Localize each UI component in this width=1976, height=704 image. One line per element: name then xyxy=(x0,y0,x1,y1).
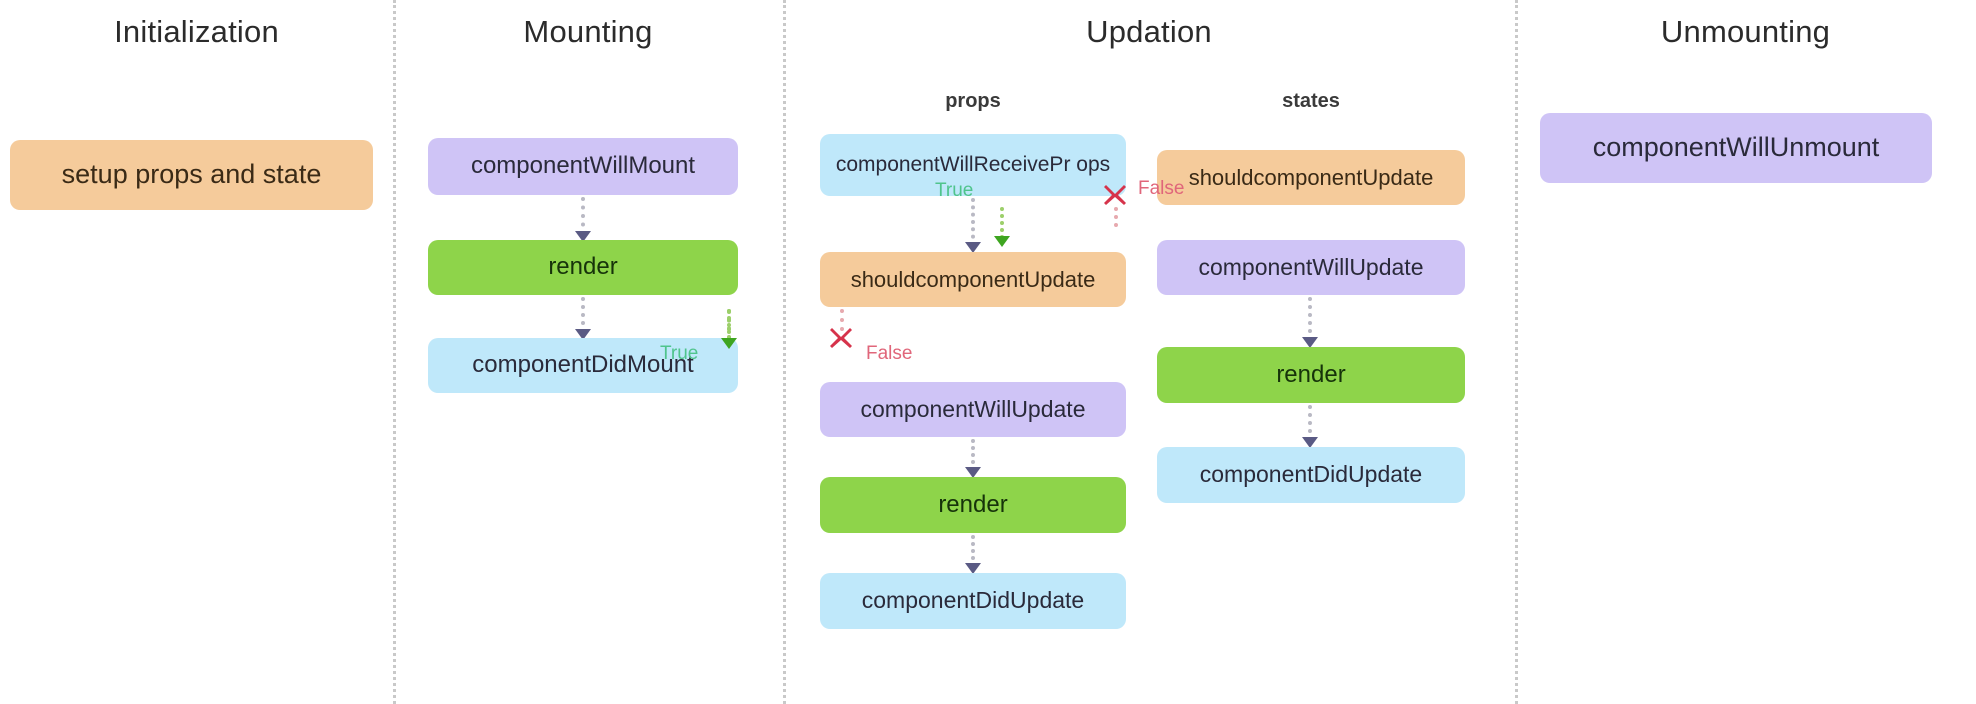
node-setup-props-and-state[interactable]: setup props and state xyxy=(10,140,373,210)
node-props-should-component-update[interactable]: shouldcomponentUpdate xyxy=(820,252,1126,307)
phase-title-unmounting: Unmounting xyxy=(1660,14,1831,49)
node-label: render xyxy=(548,253,618,281)
node-label: render xyxy=(1276,360,1346,388)
node-mounting-render[interactable]: render xyxy=(428,240,738,295)
node-props-render[interactable]: render xyxy=(820,477,1126,533)
node-label: componentDidUpdate xyxy=(1199,461,1423,488)
node-states-component-did-update[interactable]: componentDidUpdate xyxy=(1157,447,1465,503)
node-label: shouldcomponentUpdate xyxy=(850,266,1096,292)
subcolumn-title-states: states xyxy=(1282,90,1340,112)
connector-states-false xyxy=(1114,207,1118,227)
flag-true-states: True xyxy=(935,180,974,201)
flag-true-props: True xyxy=(660,343,699,364)
connector-props-false xyxy=(840,309,844,331)
node-label: componentWillUnmount xyxy=(1592,132,1880,163)
arrow-down-icon xyxy=(575,329,591,340)
column-divider-3 xyxy=(1515,0,1518,704)
connector-states-true-line xyxy=(1000,207,1004,239)
red-x-icon xyxy=(1102,182,1128,208)
node-label: render xyxy=(938,490,1008,518)
connector-props-2 xyxy=(971,439,975,471)
connector-mounting-1 xyxy=(581,197,585,235)
node-component-will-receive-props[interactable]: componentWillReceivePr ops xyxy=(820,134,1126,196)
arrow-down-icon xyxy=(994,236,1010,247)
subcolumn-title-props: props xyxy=(945,90,1001,112)
node-label: componentWillUpdate xyxy=(1198,253,1424,280)
node-label: shouldcomponentUpdate xyxy=(1188,164,1434,190)
flag-false-states: False xyxy=(1138,178,1185,199)
arrow-down-icon xyxy=(1302,337,1318,348)
column-divider-1 xyxy=(393,0,396,704)
node-props-component-did-update[interactable]: componentDidUpdate xyxy=(820,573,1126,629)
arrow-down-icon xyxy=(965,467,981,478)
arrow-down-icon xyxy=(965,242,981,253)
node-states-should-component-update[interactable]: shouldcomponentUpdate xyxy=(1157,150,1465,205)
phase-title-mounting: Mounting xyxy=(523,14,653,49)
node-label: componentWillReceivePr ops xyxy=(835,152,1111,176)
column-divider-2 xyxy=(783,0,786,704)
node-label: setup props and state xyxy=(61,159,322,190)
arrow-down-icon xyxy=(721,338,737,349)
arrow-down-icon xyxy=(575,231,591,242)
phase-title-initialization: Initialization xyxy=(114,14,279,49)
phase-title-updation: Updation xyxy=(1086,14,1212,49)
red-x-icon xyxy=(828,325,854,351)
node-component-will-mount[interactable]: componentWillMount xyxy=(428,138,738,195)
node-label: componentWillMount xyxy=(470,152,696,180)
connector-props-1 xyxy=(971,198,975,246)
connector-states-2 xyxy=(1308,297,1312,341)
connector-mounting-2 xyxy=(581,297,585,333)
node-label: componentDidUpdate xyxy=(861,587,1085,614)
node-states-component-will-update[interactable]: componentWillUpdate xyxy=(1157,240,1465,295)
node-states-render[interactable]: render xyxy=(1157,347,1465,403)
arrow-down-icon xyxy=(965,563,981,574)
connector-states-3 xyxy=(1308,405,1312,441)
connector-props-3 xyxy=(971,535,975,567)
arrow-down-icon xyxy=(1302,437,1318,448)
node-component-did-mount[interactable]: componentDidMount xyxy=(428,338,738,393)
connector-props-true-line2 xyxy=(727,309,731,341)
node-props-component-will-update[interactable]: componentWillUpdate xyxy=(820,382,1126,437)
node-label: componentDidMount xyxy=(472,351,694,379)
node-label: componentWillUpdate xyxy=(860,395,1086,422)
flag-false-props: False xyxy=(866,343,913,364)
node-component-will-unmount[interactable]: componentWillUnmount xyxy=(1540,113,1932,183)
